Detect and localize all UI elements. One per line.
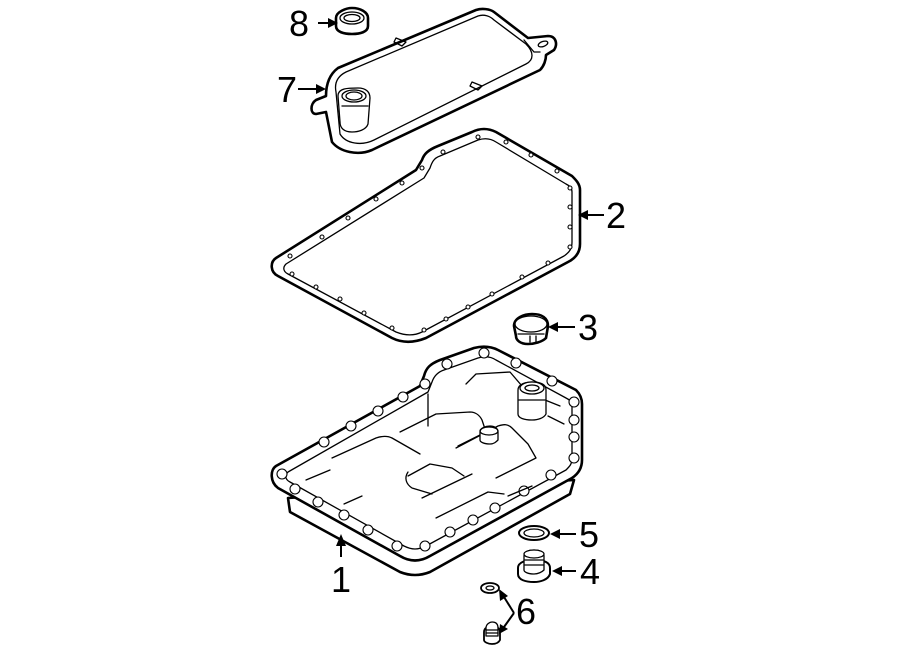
callout-6: 6 [516,591,536,632]
callout-5: 5 [579,514,599,555]
pan-bolt-holes [276,347,580,552]
drain-plug-seal-part[interactable] [518,525,550,541]
callout-4: 4 [580,551,600,592]
fill-plug-and-seal-part[interactable] [480,582,501,645]
callout-1: 1 [331,559,351,600]
callout-8: 8 [289,3,309,44]
pan-gasket-part[interactable] [270,127,582,344]
callout-7: 7 [277,69,297,110]
filter-seal-part[interactable] [334,6,370,36]
callout-2: 2 [606,195,626,236]
gasket-bolt-holes [287,134,573,333]
cap-plug-part[interactable] [512,312,550,346]
callout-labels: 8 7 2 3 1 5 4 6 [277,3,626,632]
drain-plug-part[interactable] [517,549,551,583]
oil-pan-part[interactable] [270,345,584,577]
callout-3: 3 [578,307,598,348]
leader-lines [298,18,604,634]
filter-part[interactable] [310,7,558,155]
